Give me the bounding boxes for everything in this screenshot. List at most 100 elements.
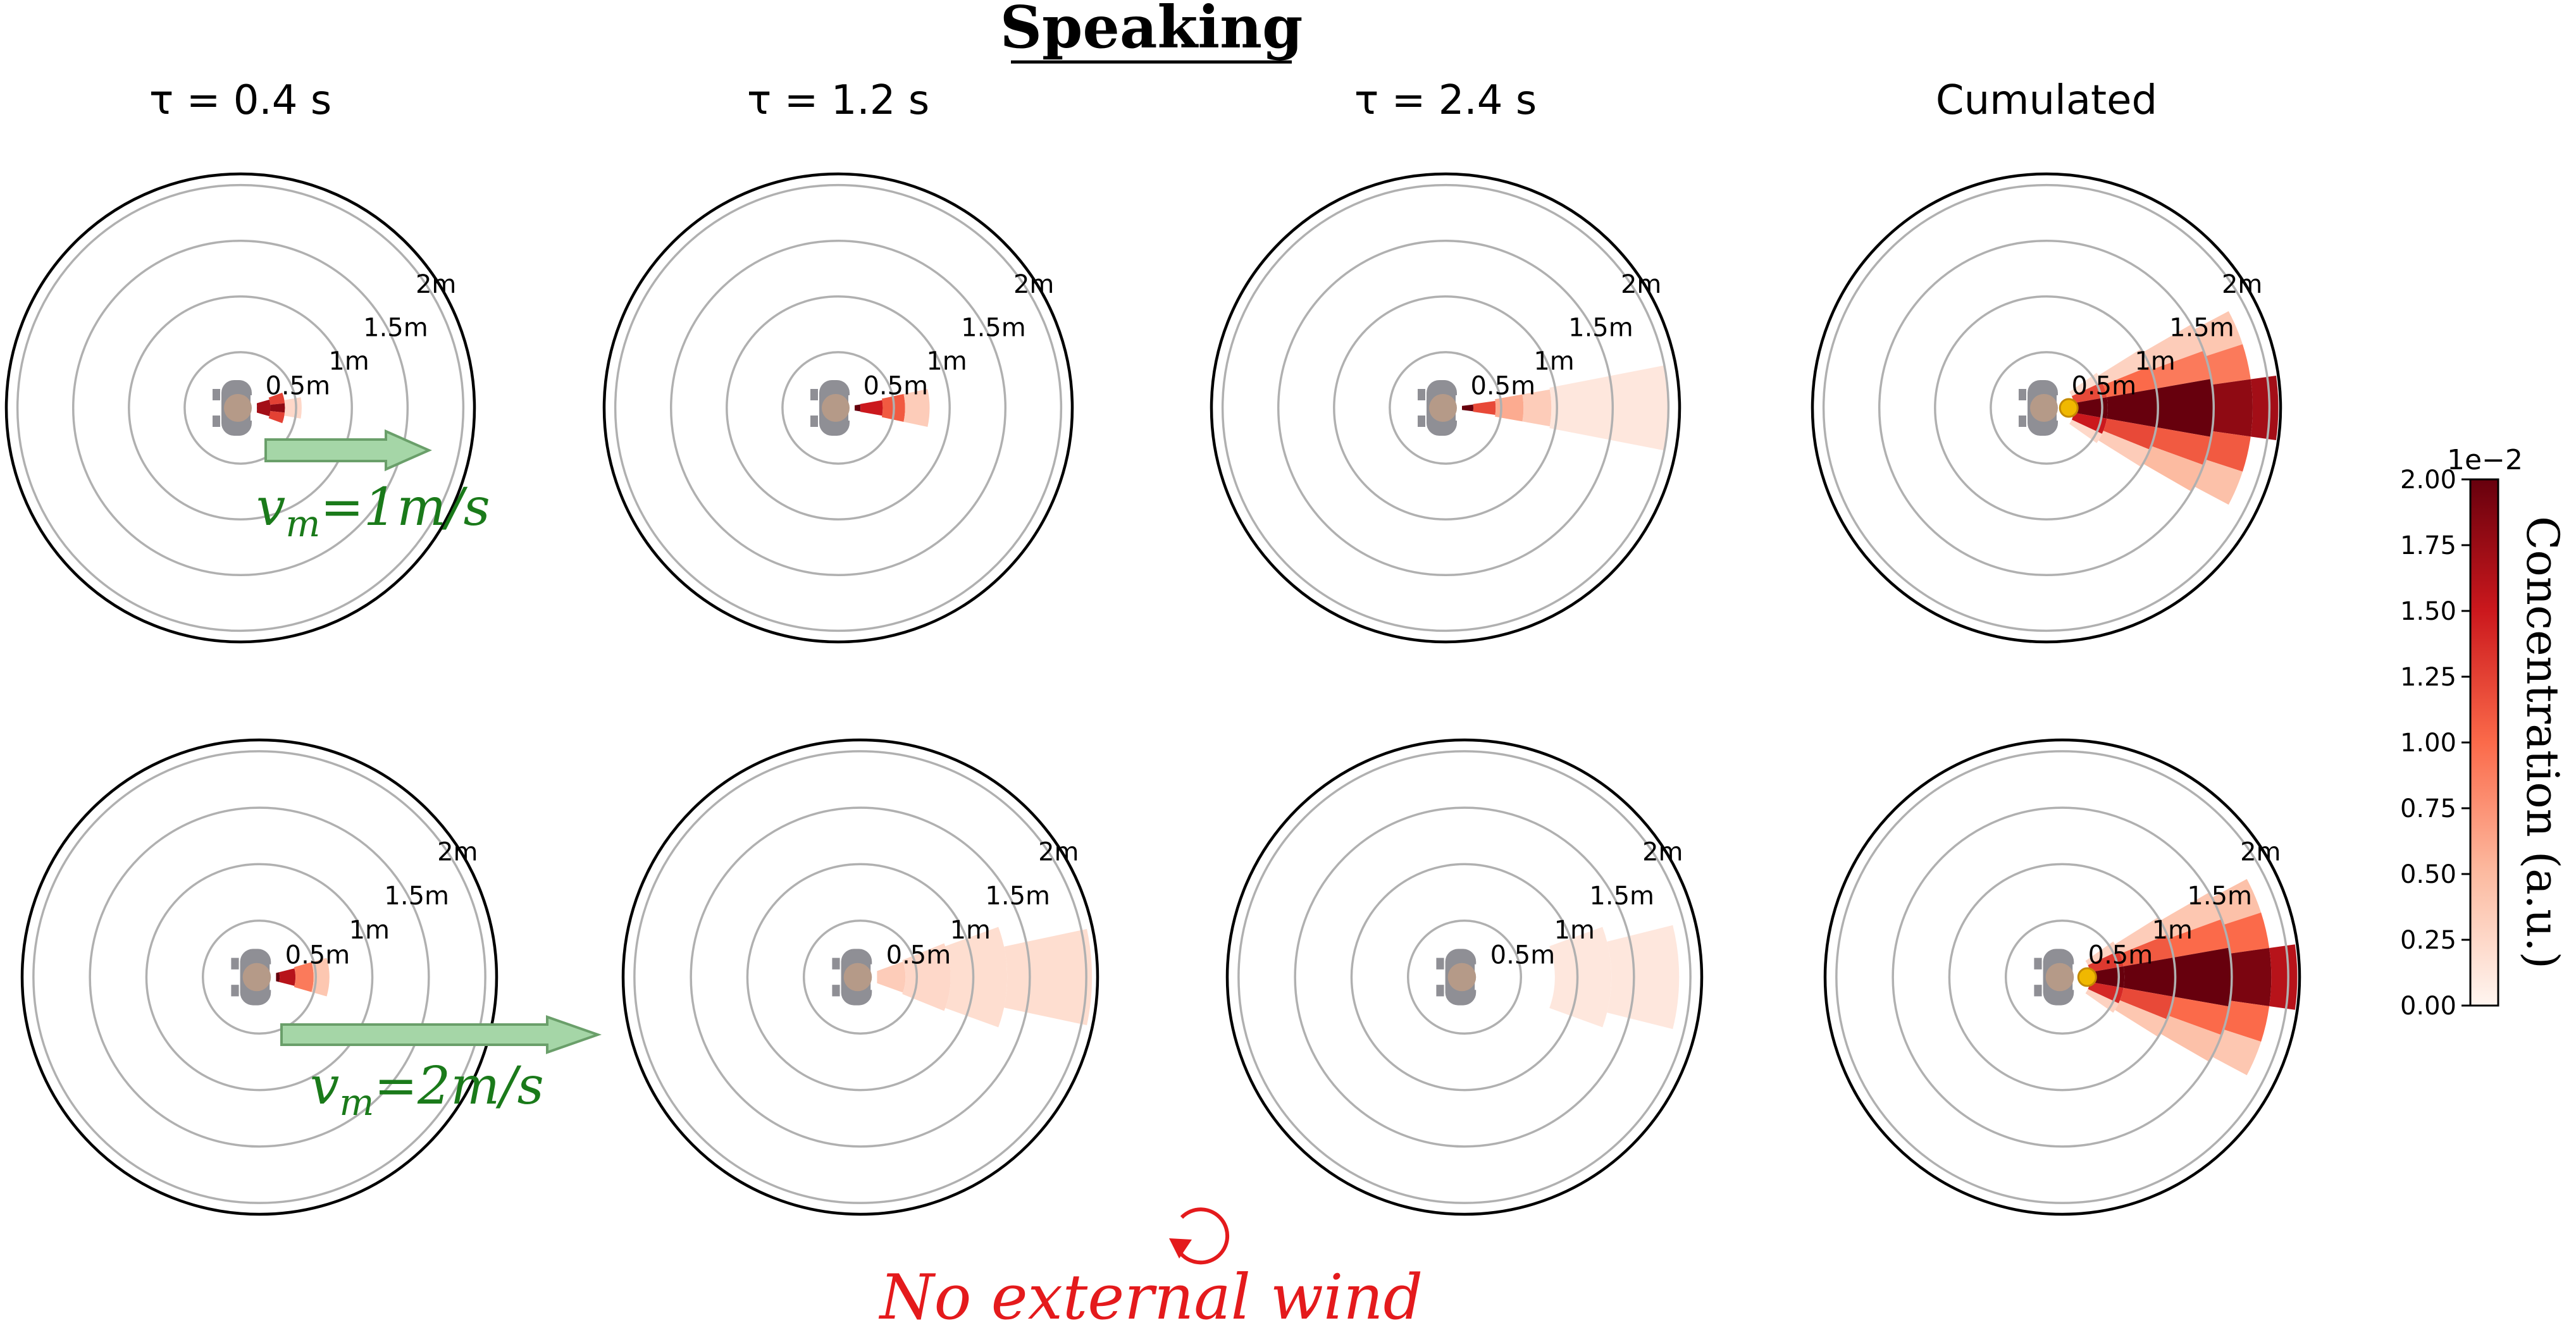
colorbar-tick-label: 1.00 [2400,729,2456,758]
concentration-bin-r2c4-13 [2173,947,2232,1007]
colorbar-tick-label: 2.00 [2400,465,2456,495]
range-ring [201,919,318,1035]
source-dot [2059,398,2079,418]
ring-label-2: 1m [926,347,967,376]
range-ring [1878,239,2215,577]
concentration-bin-r1c4-20 [2194,459,2243,505]
ring-label-1: 0.5m [1470,372,1535,401]
concentration-bin-r2c4-3 [2090,966,2125,988]
concentration-bin-r1c4-17 [2205,344,2251,385]
concentration-bin-r1c4-10 [2098,431,2150,467]
range-ring [71,239,409,577]
colorbar-tick-label: 0.00 [2400,992,2456,1021]
ring-label-4: 2m [1013,270,1054,299]
range-ring [1277,239,1614,577]
range-ring [669,239,1007,577]
concentration-bin-r1c3-4 [1549,365,1669,451]
range-ring [1406,919,1523,1035]
polar-frame [1823,738,2301,1216]
concentration-bin-r2c3-0 [1549,927,1612,1028]
concentration-bin-r1c1-1 [256,399,271,417]
concentration-bin-r2c4-16 [2212,878,2262,925]
range-ring [183,351,297,465]
speed-arrow-1 [264,429,432,472]
figure-title: Speaking [1000,0,1303,61]
ring-label-4: 2m [1642,837,1683,866]
concentration-bin-r1c2-1 [860,400,883,416]
ring-label-2: 1m [2134,347,2175,376]
concentration-bin-r1c4-9 [2103,418,2157,450]
colorbar: 1e−2 0.000.250.500.751.001.251.501.752.0… [2400,444,2568,1021]
concentration-bin-r1c4-3 [2074,397,2108,419]
concentration-bin-r1c2-3 [903,388,930,428]
polar-frame [621,738,1099,1216]
range-ring [16,183,465,632]
ring-label-3: 1.5m [2169,314,2234,343]
ring-label-2: 1m [1554,916,1595,945]
concentration-bin-r1c4-13 [2156,379,2214,437]
concentration-bin-r1c4-6 [2098,348,2150,385]
polar-frame [4,172,476,644]
colorbar-tick-label: 0.75 [2400,794,2456,823]
concentration-bin-r2c1-1 [279,968,296,986]
ring-label-1: 0.5m [1490,940,1556,970]
ring-label-1: 0.5m [2071,372,2136,401]
concentration-bin-r1c1-5 [284,397,302,419]
concentration-bin-r1c3-3 [1522,389,1552,427]
range-ring [89,806,430,1148]
range-ring [726,295,951,520]
concentration-bin-r2c3-1 [1607,925,1680,1030]
person-icon [231,949,276,1006]
concentration-bin-r2c4-11 [2160,892,2222,939]
colorbar-tick-label: 0.50 [2400,860,2456,889]
person-icon [810,380,855,436]
range-ring [1389,351,1502,465]
speed-label-1: vm=1m/s [256,477,490,545]
concentration-bin-r1c4-19 [2205,431,2251,472]
colorbar-label: Concentration (a.u.) [2517,516,2568,969]
source-dot [2077,967,2097,987]
colorbar-tick-label: 1.25 [2400,663,2456,692]
colorbar-ticks: 0.000.250.500.751.001.251.501.752.00 [2400,465,2470,1021]
concentration-bin-r2c4-18 [2230,948,2272,1006]
ring-label-2: 1m [1533,347,1574,376]
ring-label-4: 2m [416,270,456,299]
ring-label-3: 1.5m [1568,314,1633,343]
concentration-bin-r2c2-3 [1004,928,1093,1026]
concentration-bin-r1c1-4 [268,410,285,424]
concentration-bin-r2c4-17 [2223,912,2270,954]
range-ring [145,863,374,1092]
concentration-bin-r2c4-19 [2223,1001,2270,1042]
ring-label-2: 1m [950,916,991,945]
concentration-bin-r1c4-7 [2103,366,2157,398]
range-ring [2004,919,2121,1035]
polar-frame [20,738,498,1216]
range-ring [614,183,1063,632]
range-ring [633,750,1087,1204]
range-ring [1990,351,2103,465]
concentration-bin-r1c3-2 [1495,394,1524,422]
concentration-bin-r2c4-6 [2115,917,2167,954]
concentration-bin-r1c4-12 [2151,350,2212,389]
concentration-bin-r1c4-18 [2212,379,2253,437]
concentration-bin-r1c4-16 [2194,311,2243,357]
footer-label: No external wind [879,1262,1423,1330]
ring-label-3: 1.5m [985,882,1050,911]
concentration-bin-r1c1-3 [270,403,285,413]
concentration-bin-r2c2-0 [864,961,906,993]
ring-label-3: 1.5m [2187,882,2252,911]
range-ring [1934,295,2159,520]
column-title-1: τ = 0.4 s [149,77,331,124]
person-icon [832,949,877,1006]
ring-label-4: 2m [2222,270,2262,299]
ring-label-4: 2m [1038,837,1079,866]
range-ring [1948,863,2177,1092]
concentration-bin-r2c4-12 [2168,919,2229,957]
